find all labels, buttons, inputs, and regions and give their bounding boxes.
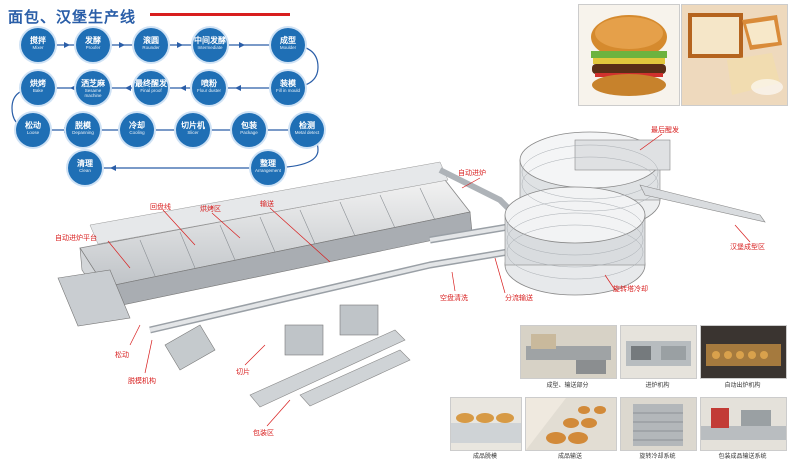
photo-packing-conveying-system [700, 397, 787, 451]
label-return-line: 回盘线 [150, 204, 171, 211]
process-step-english: Intermediate [197, 45, 223, 50]
process-step-name: 装模 [280, 79, 296, 88]
label-conveyor: 输送 [260, 201, 274, 208]
label-auto-oven-in: 自动进炉 [458, 170, 486, 177]
burger-photo [578, 4, 680, 106]
caption-oven-in: 进炉机构 [645, 383, 670, 389]
process-step-english: Bake [32, 88, 44, 93]
process-step-english: Package [240, 130, 258, 135]
label-auto-oven-platform: 自动进炉平台 [55, 235, 97, 242]
caption-finished-depanning: 成品脱模 [472, 454, 497, 460]
process-step-name: 发酵 [85, 36, 101, 45]
process-step-name: 冷却 [129, 121, 145, 130]
process-step-english: Rounder [142, 45, 160, 50]
process-step-name: 切片机 [181, 121, 205, 130]
photo-finished-conveying [525, 397, 617, 451]
process-step-name: 最终醒发 [135, 79, 167, 88]
caption-spiral-cooling-system: 旋转冷却系统 [639, 454, 676, 460]
bread-loaf-photo [681, 4, 788, 106]
page-title: 面包、汉堡生产线 [8, 9, 137, 26]
process-step-name: 检测 [299, 121, 315, 130]
photo-finished-depanning [450, 397, 522, 451]
process-step-english: Metal detect [294, 130, 320, 135]
process-step-english: Sesame machine [84, 88, 102, 98]
label-final-proof: 最后醒发 [651, 127, 679, 134]
packing-conveyors [164, 304, 411, 408]
caption-forming-conveying: 成型、输送部分 [546, 383, 589, 389]
process-step-name: 包装 [241, 121, 257, 130]
process-step-name: 洒芝麻 [81, 79, 105, 88]
label-oven-zone: 烘烤区 [200, 206, 221, 213]
label-spiral-cooling: 旋转塔冷却 [613, 286, 648, 293]
spiral-towers [504, 131, 671, 296]
process-step-english: Cooling [129, 130, 145, 135]
process-step-name: 滚圆 [143, 36, 159, 45]
process-step-english: Loose [26, 130, 40, 135]
process-step-english: Final proof [140, 88, 162, 93]
process-step-english: Fill in mould [275, 88, 300, 93]
process-step-english: Slicer [187, 130, 199, 135]
process-step-english: Depanning [72, 130, 94, 135]
label-slice: 切片 [236, 369, 250, 376]
photo-spiral-cooling-system [620, 397, 697, 451]
process-step-name: 清理 [77, 159, 93, 168]
process-step-name: 成型 [280, 36, 296, 45]
label-empty-tray-clean: 空盘清洗 [440, 295, 468, 302]
process-step-name: 烘烤 [30, 79, 46, 88]
label-packing-zone: 包装区 [253, 430, 274, 437]
label-loose: 松动 [115, 352, 129, 359]
process-step-name: 喷粉 [201, 79, 217, 88]
process-step-english: Arrangement [254, 168, 281, 173]
process-step-english: Mixer [32, 45, 44, 50]
process-step-name: 整理 [260, 159, 276, 168]
label-burger-forming: 汉堡成型区 [730, 244, 765, 251]
photo-oven-in [620, 325, 697, 379]
caption-packing-conveying-system: 包装成品输送系统 [718, 454, 767, 460]
process-step-english: Flour duster [196, 88, 221, 93]
photo-auto-oven-out [700, 325, 787, 379]
caption-finished-conveying: 成品输送 [557, 454, 582, 460]
title-underline [150, 13, 290, 16]
process-step-english: Moulder [279, 45, 297, 50]
process-step-name: 松动 [25, 121, 41, 130]
process-step-english: Proofer [85, 45, 101, 50]
label-depanning-mechanism: 脱模机构 [128, 378, 156, 385]
process-step-name: 脱模 [75, 121, 91, 130]
caption-auto-oven-out: 自动出炉机构 [724, 383, 761, 389]
process-step-name: 中间发酵 [194, 36, 226, 45]
tunnel-oven [57, 161, 473, 327]
label-split-conveyor: 分流输送 [505, 295, 533, 302]
process-step-name: 搅拌 [30, 36, 46, 45]
process-step-english: Clean [79, 168, 91, 173]
photo-forming-conveying [520, 325, 617, 379]
